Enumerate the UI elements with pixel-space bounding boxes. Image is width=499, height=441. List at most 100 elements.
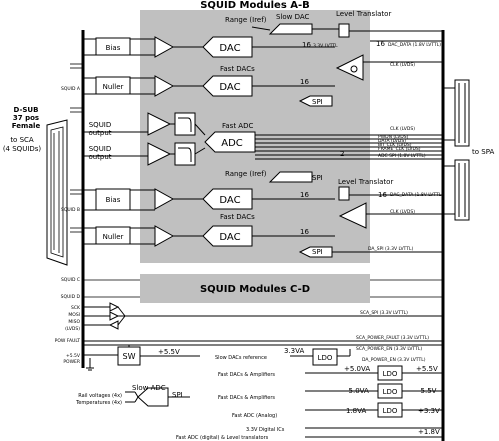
rail-voltages-label: Rail voltages (4x) <box>78 393 122 399</box>
ldo-1: LDO <box>318 354 333 362</box>
da-power-en-label: DA_POWER_EN (3.3V LVTTL) <box>362 357 426 363</box>
bus2-label: 2 <box>340 150 344 158</box>
spi-a: SPI <box>312 98 323 106</box>
plus55v-right: +5.5V <box>416 365 438 373</box>
spa-connectors <box>443 79 470 221</box>
lvds-label: (LVDS) <box>65 326 80 332</box>
dsub-gender: Female <box>12 122 41 130</box>
adc-label: ADC <box>221 138 243 149</box>
frame-clk-label: FRAME_CLK (LVDS) <box>378 146 421 152</box>
bias-b-label: Bias <box>106 196 121 204</box>
bias-a-label: Bias <box>106 44 121 52</box>
range-iref-a: Range (Iref) <box>225 16 267 24</box>
squid-a-label: SQUID A <box>61 86 81 92</box>
modules-cd-region <box>140 274 370 303</box>
nuller-a-label: Nuller <box>103 83 124 91</box>
adc-spi-label: ADC SPI (1.8V LVTTL) <box>378 153 426 159</box>
miso-label: MISO <box>68 319 80 325</box>
dsub-connector <box>46 119 68 266</box>
dac-b-bias-label: DAC <box>219 195 240 206</box>
power-switch <box>83 345 200 371</box>
to-sca-label: to SCA <box>10 136 34 144</box>
dsub-pos: 37 pos <box>13 114 39 122</box>
ldo-4: LDO <box>383 407 398 415</box>
slow-dacs-ref-label: Slow DACs reference <box>215 355 267 361</box>
sca-spi-label: SCA_SPI (3.3V LVTTL) <box>360 310 408 316</box>
module-b-bias-chain <box>83 171 443 229</box>
ldo-stack <box>290 348 443 438</box>
modules-ab-title: SQUID Modules A-B <box>200 0 310 11</box>
squid-b-label: SQUID B <box>61 207 80 213</box>
module-b-nuller-chain <box>83 225 443 258</box>
pwdn-label: PWDN (LVDS) <box>378 134 409 140</box>
nuller-b-label: Nuller <box>103 233 124 241</box>
bit-clk-label: BIT CLK (LVDS) <box>378 142 412 148</box>
fast-dacs-b: Fast DACs <box>220 213 255 221</box>
fast-dacs-a: Fast DACs <box>220 65 255 73</box>
plus55-power-label: +5.5V <box>66 353 81 359</box>
clk-lvds-adc: CLK (LVDS) <box>390 126 415 132</box>
bus16-b-dac: 16 <box>300 191 309 199</box>
dac-data-b: DAC_DATA (1.8V LVTTL) <box>390 192 443 198</box>
squid-output-b-1: SQUID <box>89 145 112 153</box>
dac-data-a: DAC_DATA (1.8V LVTTL) <box>388 42 441 48</box>
bus16-a-nuller: 16 <box>300 78 309 86</box>
fast-adc-analog-label: Fast ADC (Analog) <box>232 413 277 419</box>
to-sca-count: (4 SQUIDs) <box>3 145 42 153</box>
sca-power-en-label: SCA_POWER_EN (3.3V LVTTL) <box>356 346 422 352</box>
spi-b-top: SPI <box>312 174 323 182</box>
spi-b: SPI <box>312 248 323 256</box>
fast-adc-section <box>83 112 443 166</box>
data-lvds-label: DATA (LVDS) <box>378 138 406 144</box>
v18a-label: 1.8VA <box>346 407 366 415</box>
left-bus-stubs <box>70 63 83 233</box>
sw-label: SW <box>123 352 136 361</box>
squid-d-label: SQUID D <box>61 294 81 300</box>
slow-dac-a: Slow DAC <box>276 13 310 21</box>
clk-lvds-b: CLK (LVDS) <box>390 209 415 215</box>
squid-output-a-1: SQUID <box>89 121 112 129</box>
fast-adc-label: Fast ADC <box>222 122 253 130</box>
sck-label: SCK <box>71 305 81 311</box>
dac-a-nuller-label: DAC <box>219 82 240 93</box>
minus50va-label: -5.0VA <box>346 387 369 395</box>
modules-cd-title: SQUID Modules C-D <box>200 284 310 295</box>
clk-lvds-a: CLK (LVDS) <box>390 62 415 68</box>
bus16-a-dac: 16 <box>302 41 311 49</box>
slow-dac-a-shape <box>268 23 313 35</box>
ldo-3: LDO <box>383 388 398 396</box>
slow-adc-label: Slow ADC <box>132 384 166 392</box>
module-a-nuller-chain <box>83 54 443 107</box>
squid-c-label: SQUID C <box>61 277 80 283</box>
slow-adc <box>125 387 190 407</box>
plus55-label: +5.5V <box>158 348 180 356</box>
power-label: POWER <box>63 359 80 365</box>
temperatures-label: Temperatures (4x) <box>75 400 122 406</box>
supply-33v-a: 3.3V LVTTL <box>313 43 338 49</box>
fast-dacs-amps-2: Fast DACs & Amplifiers <box>218 395 275 401</box>
minus55v-label: -5.5V <box>418 387 437 395</box>
level-translator-a-label: Level Translator <box>336 10 391 18</box>
spi-slow-adc: SPI <box>172 391 183 399</box>
bus16-a-top: 16 <box>376 40 385 48</box>
level-translator-b-label: Level Translator <box>338 178 393 186</box>
digital-ics-label: 3.3V Digital ICs <box>246 427 285 433</box>
mosi-label: MOSI <box>68 312 80 318</box>
dac-a-bias-label: DAC <box>219 43 240 54</box>
plus33v-label: +3.3V <box>418 407 440 415</box>
lvds-buffers <box>83 302 443 330</box>
da-spi-label: DA_SPI (3.3V LVTTL) <box>368 246 413 252</box>
fast-dacs-amps-1: Fast DACs & Amplifiers <box>218 372 275 378</box>
fast-adc-digital-label: Fast ADC (digital) & Level translators <box>176 435 269 441</box>
squid-output-a-2: output <box>88 129 111 137</box>
pow-fault-label: POW FAULT <box>55 338 81 344</box>
sca-power-fault-label: SCA_POWER_FAULT (3.3V LVTTL) <box>356 335 429 341</box>
module-a-bias-chain <box>83 36 335 58</box>
bus16-b-top: 16 <box>378 191 387 199</box>
bus16-b-nuller: 16 <box>300 228 309 236</box>
v33a-label: 3.3VA <box>284 347 304 355</box>
plus18v-label: +1.8V <box>418 428 440 436</box>
range-iref-b: Range (Iref) <box>225 170 267 178</box>
